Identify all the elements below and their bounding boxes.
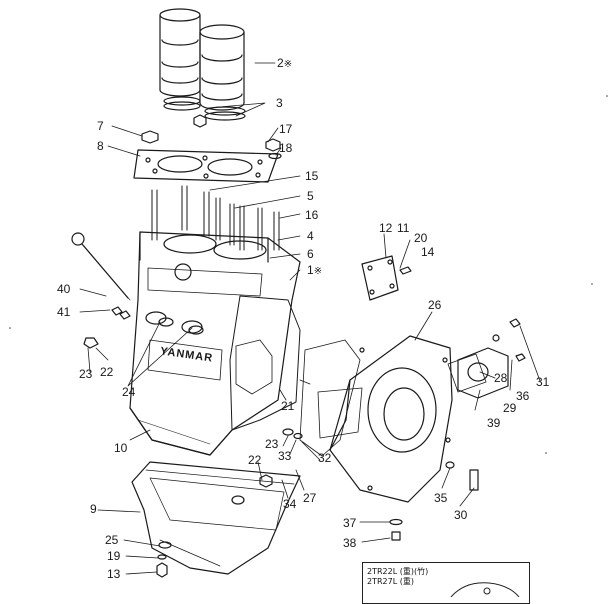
liner-o-rings	[163, 96, 246, 121]
part-label-12: 12	[379, 221, 393, 235]
part-label-22-left: 22	[100, 365, 114, 379]
head-gasket	[133, 149, 279, 183]
drain-plugs	[83, 306, 131, 349]
part-label-27: 27	[303, 491, 317, 505]
part-label-22-center: 22	[248, 453, 262, 467]
part-label-15: 15	[305, 169, 319, 183]
part-label-29: 29	[503, 401, 517, 415]
part-label-14: 14	[421, 245, 435, 259]
small-hardware	[259, 428, 479, 541]
part-label-34: 34	[283, 497, 297, 511]
part-label-13: 13	[107, 567, 121, 581]
print-specks	[9, 95, 608, 454]
part-label-17: 17	[279, 122, 293, 136]
part-label-40: 40	[57, 282, 71, 296]
part-label-23-center: 23	[265, 437, 279, 451]
model-callout-box: 2TR22L (重)(竹) 2TR27L (重)	[362, 562, 530, 604]
part-label-28: 28	[494, 371, 508, 385]
cylinder-block	[129, 231, 301, 456]
side-cover	[361, 255, 412, 301]
part-label-4: 4	[307, 229, 314, 243]
model-line-2tr27l: 2TR27L (重)	[367, 577, 414, 586]
part-label-7: 7	[97, 119, 104, 133]
part-label-36: 36	[516, 389, 530, 403]
part-label-38: 38	[343, 536, 357, 550]
dipstick	[71, 232, 131, 301]
part-label-32: 32	[318, 451, 332, 465]
part-label-21: 21	[281, 399, 295, 413]
part-label-5: 5	[307, 189, 314, 203]
top-nuts	[141, 114, 282, 160]
part-label-11: 11	[397, 221, 410, 235]
callout-sketch	[450, 582, 520, 597]
part-label-30: 30	[454, 508, 468, 522]
part-label-9: 9	[90, 502, 97, 516]
model-line-2tr22l: 2TR22L (重)(竹)	[367, 567, 429, 576]
flywheel-housing	[299, 335, 453, 503]
part-label-3: 3	[276, 96, 283, 110]
part-label-2: 2※	[277, 56, 293, 70]
leader-lines	[79, 62, 541, 575]
part-label-20: 20	[414, 231, 428, 245]
cylinder-liners	[159, 8, 245, 111]
part-label-19: 19	[107, 549, 121, 563]
part-label-37: 37	[343, 516, 357, 530]
part-label-6: 6	[307, 247, 314, 261]
part-label-24: 24	[122, 385, 136, 399]
part-label-1: 1※	[307, 263, 323, 277]
part-label-23-left: 23	[79, 367, 93, 381]
part-label-8: 8	[97, 139, 104, 153]
part-label-33: 33	[278, 449, 292, 463]
part-label-39: 39	[487, 416, 501, 430]
part-label-16: 16	[305, 208, 319, 222]
part-label-18: 18	[279, 141, 293, 155]
oil-pan	[131, 461, 301, 578]
part-label-26: 26	[428, 298, 442, 312]
part-label-41: 41	[57, 305, 71, 319]
part-label-10: 10	[114, 441, 128, 455]
part-label-25: 25	[105, 533, 119, 547]
part-label-31: 31	[536, 375, 550, 389]
part-label-35: 35	[434, 491, 448, 505]
head-studs	[151, 185, 280, 251]
cover-plate	[447, 318, 526, 399]
